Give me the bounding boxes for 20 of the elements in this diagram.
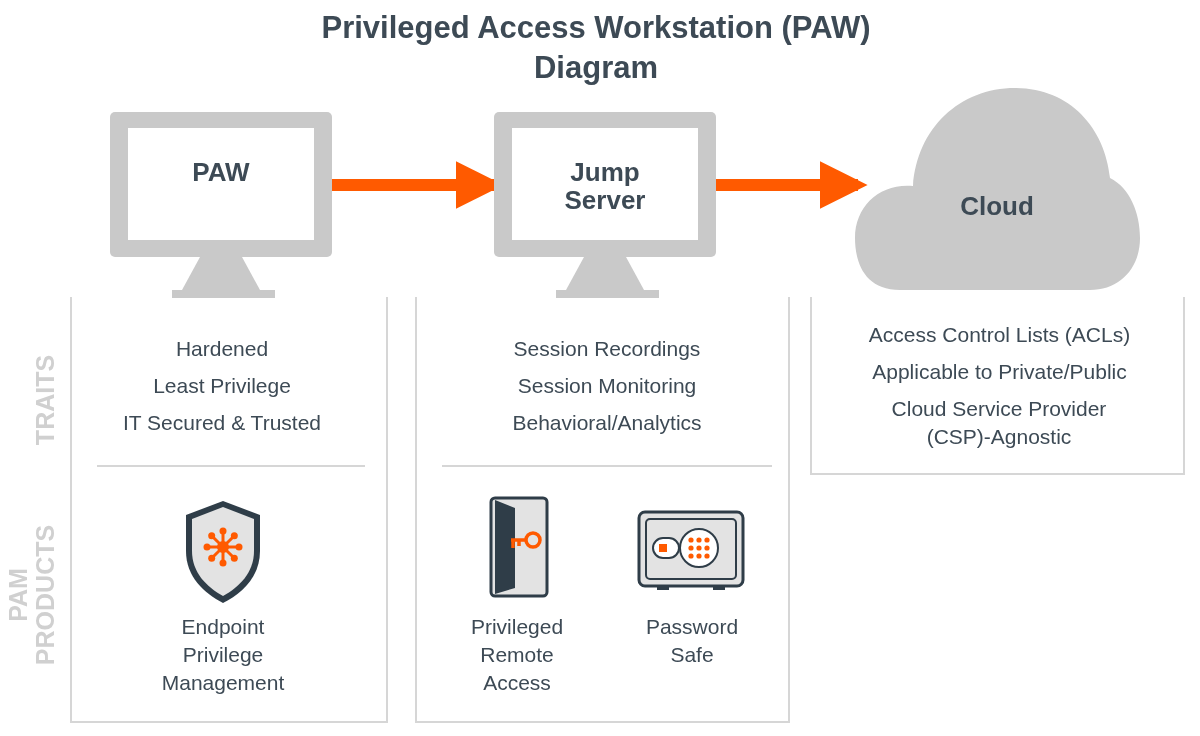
trait-text: IT Secured & Trusted	[121, 410, 322, 436]
trait-text: Least Privilege	[152, 373, 292, 399]
trait-text: Session Monitoring	[516, 373, 698, 399]
trait-text: Cloud Service Provider (CSP)-Agnostic	[890, 396, 1108, 450]
trait-text: Behavioral/Analytics	[511, 410, 703, 436]
diagram-title: Privileged Access Workstation (PAW) Diagram	[320, 9, 872, 87]
product-name: Privileged Remote Access	[469, 614, 565, 696]
monitor-label: PAW	[191, 158, 251, 186]
product-name: Endpoint Privilege Management	[160, 614, 286, 696]
panel-frame	[70, 297, 388, 723]
arrow	[716, 161, 868, 209]
trait-text: Applicable to Private/Public	[871, 359, 1128, 385]
product-name: Password Safe	[644, 614, 740, 668]
trait-text: Hardened	[174, 336, 270, 362]
trait-text: Session Recordings	[512, 336, 702, 362]
panel-frame	[810, 297, 1185, 475]
cloud-label: Cloud	[959, 192, 1035, 220]
panel-frame	[415, 297, 790, 723]
trait-text: Access Control Lists (ACLs)	[867, 322, 1132, 348]
monitor-label: Jump Server	[563, 158, 647, 214]
